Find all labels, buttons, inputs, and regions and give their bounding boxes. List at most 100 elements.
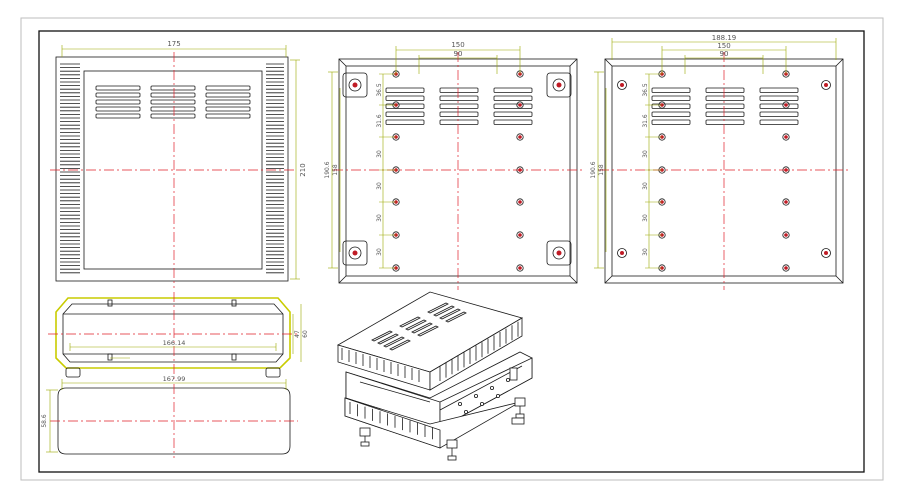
iso-chassis bbox=[345, 351, 533, 429]
vent-slot bbox=[705, 111, 745, 117]
iso-slot bbox=[383, 336, 405, 348]
vent-slot bbox=[439, 95, 479, 101]
vent-slot bbox=[95, 99, 141, 105]
vent-slot bbox=[205, 99, 251, 105]
right-width-outer-dim: 150 bbox=[717, 42, 730, 50]
vent-slot bbox=[439, 103, 479, 109]
front-fins-right bbox=[266, 63, 284, 274]
right-corner-holes bbox=[617, 80, 831, 258]
vent-slot bbox=[95, 113, 141, 119]
iso-slot bbox=[399, 316, 421, 328]
hole-center bbox=[518, 233, 522, 237]
iso-slot bbox=[417, 325, 439, 337]
right-pitch-dim: 30 bbox=[642, 248, 649, 256]
mounting-hole bbox=[782, 133, 790, 141]
front-centerlines bbox=[50, 52, 296, 288]
right-width-total-dim: 188.19 bbox=[712, 34, 737, 42]
top-pitch-dim: 30 bbox=[376, 248, 383, 256]
side-width-dim: 166.14 bbox=[163, 339, 186, 347]
mounting-hole bbox=[782, 198, 790, 206]
front-height-dim: 210 bbox=[299, 163, 307, 176]
side-dimensions bbox=[69, 304, 302, 362]
outer-border bbox=[20, 17, 884, 481]
vent-slot bbox=[651, 119, 691, 125]
right-vent-slots bbox=[651, 87, 799, 125]
iso-slot bbox=[371, 330, 393, 342]
iso-bottom-fins bbox=[349, 402, 433, 440]
iso-slot bbox=[389, 339, 411, 351]
hole-center bbox=[784, 200, 788, 204]
isometric-view bbox=[336, 291, 533, 461]
top-dimensions bbox=[328, 46, 521, 269]
vent-slot bbox=[205, 92, 251, 98]
vent-slot bbox=[705, 87, 745, 93]
vent-slot bbox=[705, 95, 745, 101]
vent-slot bbox=[150, 99, 196, 105]
vent-slot bbox=[385, 119, 425, 125]
front-fins-left bbox=[60, 63, 80, 274]
top-width-inner-dim: 90 bbox=[454, 50, 463, 58]
iso-slot bbox=[405, 319, 427, 331]
vent-slot bbox=[150, 113, 196, 119]
vent-slot bbox=[439, 87, 479, 93]
top-pitch-dim: 30 bbox=[376, 182, 383, 190]
hole-center bbox=[518, 200, 522, 204]
mounting-hole bbox=[516, 101, 524, 109]
mounting-hole bbox=[516, 133, 524, 141]
iso-slot bbox=[433, 305, 455, 317]
vent-slot bbox=[95, 106, 141, 112]
mounting-hole bbox=[782, 101, 790, 109]
front-vent-slots bbox=[95, 85, 251, 119]
top-pitch-b-dim: 31.6 bbox=[376, 114, 383, 128]
vent-slot bbox=[205, 85, 251, 91]
vent-slot bbox=[705, 103, 745, 109]
vent-slot bbox=[439, 119, 479, 125]
vent-slot bbox=[759, 95, 799, 101]
iso-top-cover bbox=[336, 291, 524, 391]
bottom-view bbox=[57, 387, 291, 455]
side-height-2-dim: 60 bbox=[302, 330, 309, 338]
vent-slot bbox=[705, 119, 745, 125]
hole-center bbox=[784, 266, 788, 270]
right-height-outer-dim: 190.6 bbox=[590, 161, 597, 178]
top-corner-feet bbox=[342, 72, 572, 266]
vent-slot bbox=[385, 87, 425, 93]
hole-center bbox=[784, 135, 788, 139]
hole-center bbox=[518, 103, 522, 107]
iso-slot bbox=[445, 311, 467, 323]
iso-slot bbox=[411, 322, 433, 334]
bottom-outline bbox=[57, 387, 291, 455]
iso-slot bbox=[377, 333, 399, 345]
top-pitch-dim: 30 bbox=[376, 214, 383, 222]
vent-slot bbox=[759, 103, 799, 109]
hole-center bbox=[784, 103, 788, 107]
right-dimensions bbox=[594, 38, 837, 269]
vent-slot bbox=[385, 103, 425, 109]
top-centerlines bbox=[333, 52, 584, 290]
vent-slot bbox=[493, 95, 533, 101]
side-view bbox=[55, 297, 291, 378]
front-view bbox=[55, 56, 289, 282]
bottom-width-dim: 167.99 bbox=[163, 375, 186, 383]
hole-center bbox=[518, 266, 522, 270]
top-vent-slots bbox=[385, 87, 533, 125]
top-pitch-a-dim: 36.5 bbox=[376, 83, 383, 97]
iso-slot bbox=[427, 302, 449, 314]
right-pitch-dim: 30 bbox=[642, 182, 649, 190]
right-pitch-dim: 30 bbox=[642, 150, 649, 158]
vent-slot bbox=[493, 103, 533, 109]
vent-slot bbox=[651, 87, 691, 93]
bottom-height-dim: 58.6 bbox=[41, 414, 48, 428]
vent-slot bbox=[493, 119, 533, 125]
vent-slot bbox=[150, 85, 196, 91]
hole-center bbox=[518, 135, 522, 139]
mounting-hole bbox=[782, 264, 790, 272]
vent-slot bbox=[95, 85, 141, 91]
top-height-outer-dim: 190.6 bbox=[324, 161, 331, 178]
vent-slot bbox=[205, 113, 251, 119]
vent-slot bbox=[95, 92, 141, 98]
drawing-frame bbox=[38, 30, 865, 473]
top-width-outer-dim: 150 bbox=[451, 41, 464, 49]
mounting-hole bbox=[516, 231, 524, 239]
